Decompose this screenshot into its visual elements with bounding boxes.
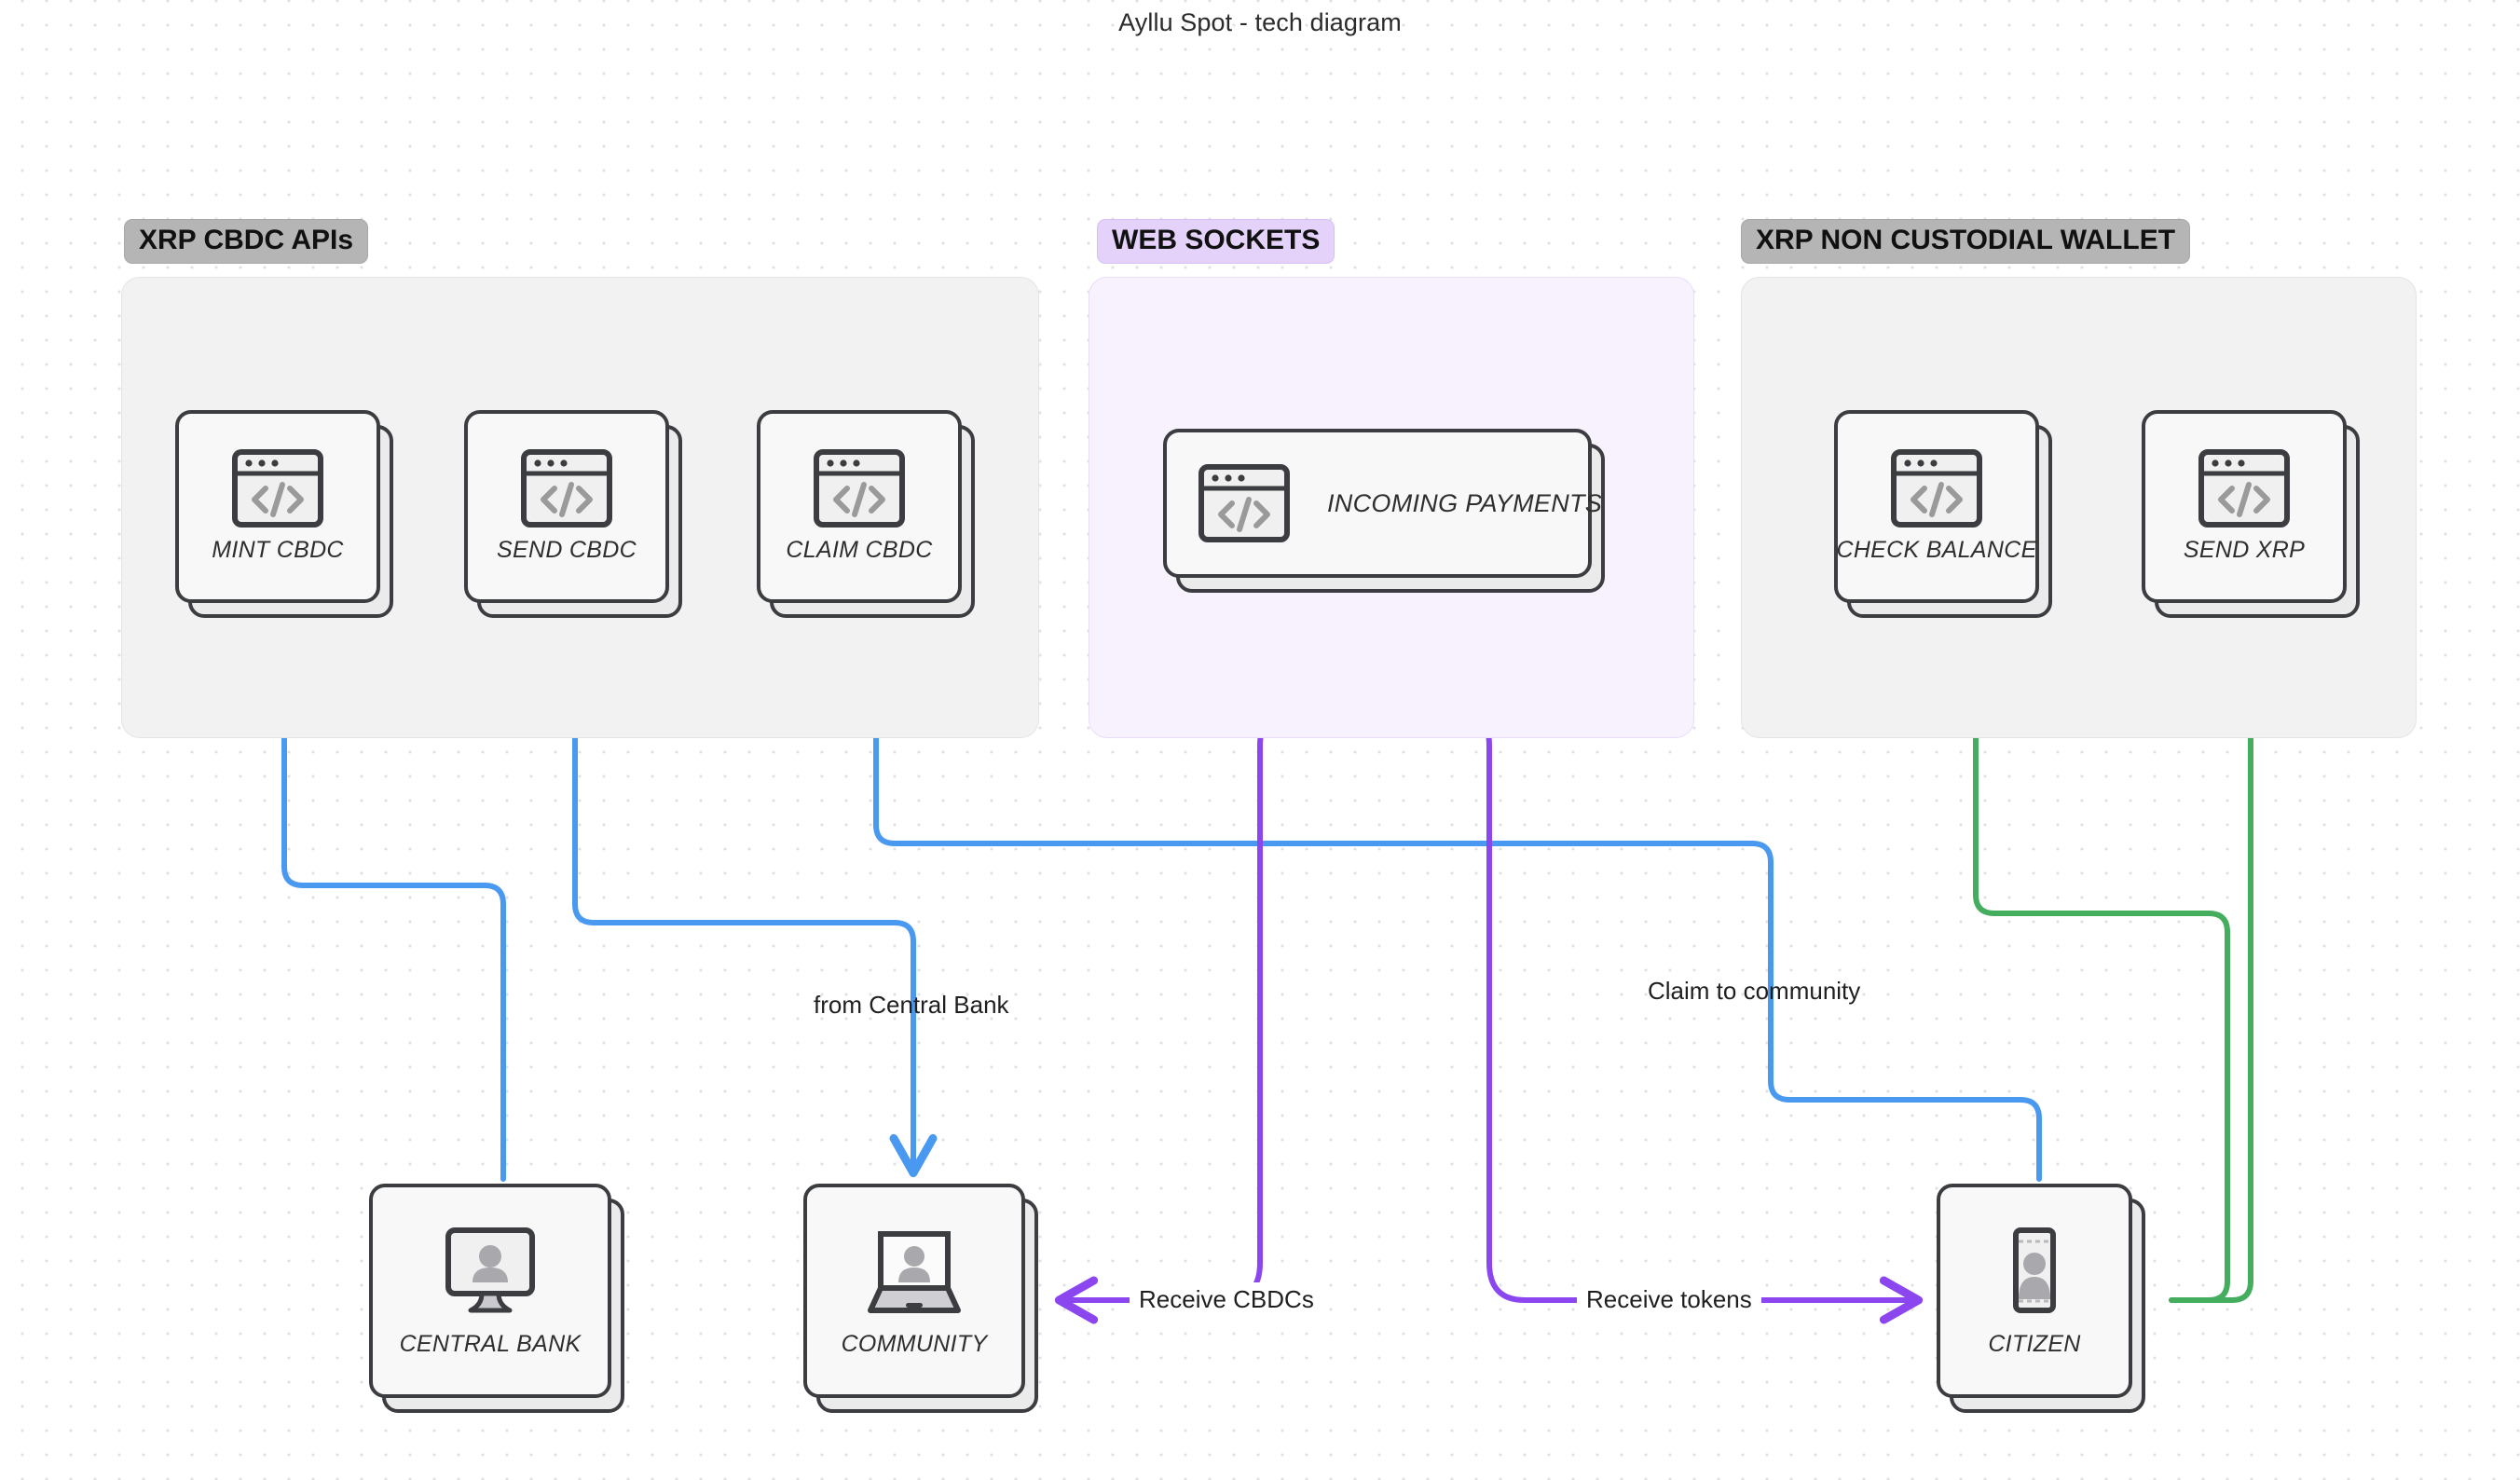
node-send-xrp[interactable]: SEND XRP [2142,410,2360,618]
group-label-xrp-non-custodial-wallet: XRP NON CUSTODIAL WALLET [1741,219,2191,264]
card-face[interactable]: CHECK BALANCE [1834,410,2039,603]
card-face[interactable]: CLAIM CBDC [757,410,962,603]
group-label-xrp-cbdc-apis: XRP CBDC APIs [124,219,369,264]
node-label: CHECK BALANCE [1836,537,2037,563]
desktop-person-icon [445,1226,535,1312]
code-window-icon [232,449,323,528]
node-label: SEND CBDC [497,537,637,563]
code-window-icon [814,449,905,528]
card-face[interactable]: SEND XRP [2142,410,2347,603]
code-window-icon [521,449,612,528]
edge-label-from-central-bank: from Central Bank [814,991,1009,1019]
code-window-icon [1198,464,1290,542]
laptop-person-icon [868,1230,961,1313]
card-face[interactable]: CENTRAL BANK [369,1184,611,1398]
node-label: INCOMING PAYMENTS [1327,488,1603,517]
node-citizen[interactable]: CITIZEN [1937,1184,2145,1413]
card-face[interactable]: COMMUNITY [803,1184,1025,1398]
card-face[interactable]: INCOMING PAYMENTS [1163,429,1602,578]
node-check-balance[interactable]: CHECK BALANCE [1834,410,2052,618]
edge-label-receive-cbdcs: Receive CBDCs [1130,1282,1323,1317]
node-community[interactable]: COMMUNITY [803,1184,1038,1413]
card-face[interactable]: CITIZEN [1937,1184,2132,1398]
page-title: Ayllu Spot - tech diagram [1118,8,1402,36]
node-central-bank[interactable]: CENTRAL BANK [369,1184,624,1413]
node-label: COMMUNITY [841,1330,988,1357]
group-label-web-sockets: WEB SOCKETS [1097,219,1335,264]
code-window-icon [2198,449,2290,528]
node-incoming-payments[interactable]: INCOMING PAYMENTS [1163,429,1605,593]
node-send-cbdc[interactable]: SEND CBDC [464,410,682,618]
edge-label-claim-to-community: Claim to community [1648,977,1861,1005]
id-card-person-icon [2013,1226,2056,1313]
card-face[interactable]: MINT CBDC [175,410,380,603]
node-label: MINT CBDC [212,537,344,563]
card-face[interactable]: SEND CBDC [464,410,669,603]
node-label: CENTRAL BANK [399,1330,582,1357]
node-label: SEND XRP [2183,537,2306,563]
node-label: CITIZEN [1988,1330,2081,1357]
node-label: CLAIM CBDC [786,537,933,563]
node-claim-cbdc[interactable]: CLAIM CBDC [757,410,975,618]
node-mint-cbdc[interactable]: MINT CBDC [175,410,393,618]
code-window-icon [1891,449,1982,528]
edge-citizen-to-send-xrp [2169,644,2275,1303]
edge-label-receive-tokens: Receive tokens [1577,1282,1761,1317]
edge-incoming-payments-to-community [1054,666,1391,1324]
